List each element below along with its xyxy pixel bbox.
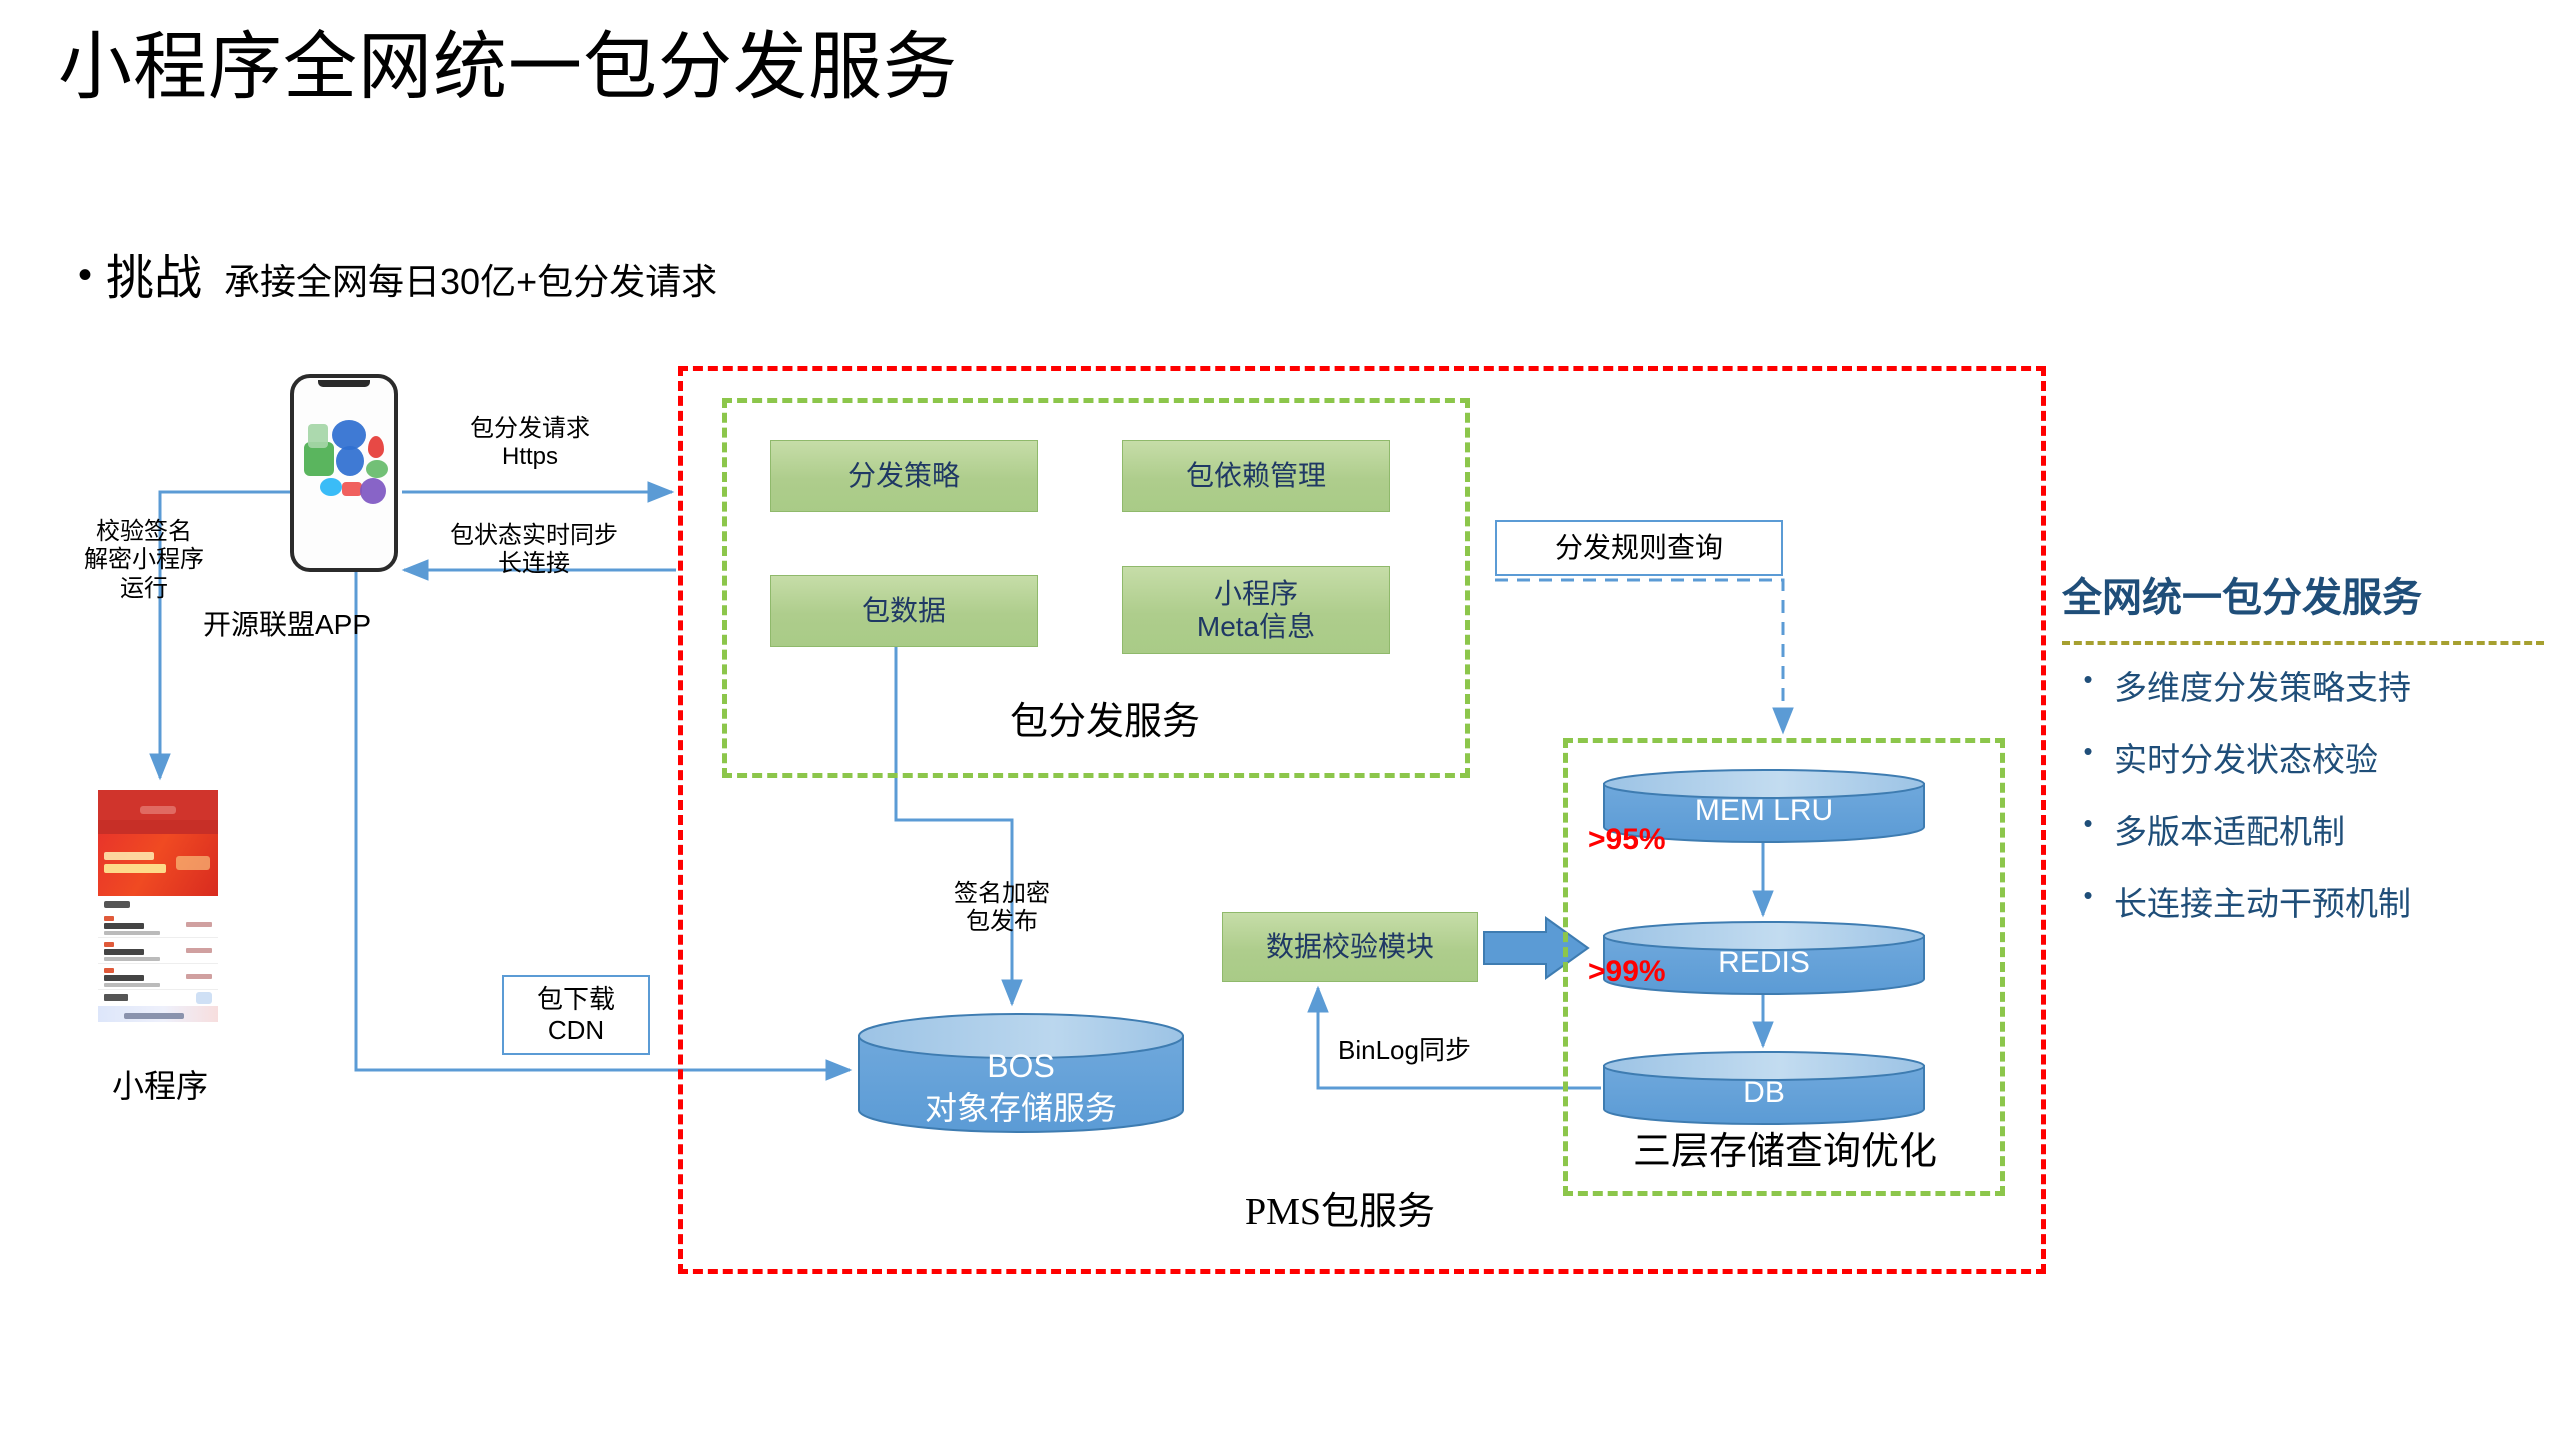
bullet-dot-icon: •: [2083, 808, 2093, 838]
distribution-rule-query-box[interactable]: 分发规则查询: [1495, 520, 1783, 576]
list-item: • 多版本适配机制: [2062, 805, 2552, 853]
mt-navbar: [98, 800, 218, 820]
mt-promo: [98, 1006, 218, 1022]
list-item: • 多维度分发策略支持: [2062, 661, 2552, 709]
package-request-note: 包分发请求 Https: [470, 415, 590, 471]
package-distribution-container: [722, 398, 1470, 778]
feature-label: 多维度分发策略支持: [2114, 669, 2411, 706]
list-item: [98, 912, 218, 938]
mt-banner: [98, 834, 218, 896]
three-tier-storage-container: [1563, 738, 2005, 1196]
package-sync-note: 包状态实时同步 长连接: [450, 522, 618, 578]
miniprogram-screenshot: [98, 790, 218, 1022]
mt-subbar: [98, 990, 218, 1006]
right-panel-feature-list: • 多维度分发策略支持 • 实时分发状态校验 • 多版本适配机制 • 长连接主动…: [2062, 661, 2552, 925]
bullet-dot-icon: •: [2083, 880, 2093, 910]
phone-caption: 开源联盟APP: [202, 609, 372, 640]
miniprogram-caption: 小程序: [111, 1068, 208, 1104]
page-title: 小程序全网统一包分发服务: [58, 27, 958, 109]
pds-container-label: 包分发服务: [1009, 701, 1200, 743]
phone-app-icons: [302, 416, 388, 526]
hit-rate-redis: >99%: [1588, 955, 1666, 988]
list-item: • 实时分发状态校验: [2062, 733, 2552, 781]
pms-container-label: PMS包服务: [1244, 1191, 1436, 1233]
list-item: [98, 938, 218, 964]
pms-service-container: [678, 366, 2046, 1274]
phone-shell: [290, 374, 398, 572]
challenge-line: • 挑战 承接全网每日30亿+包分发请求: [78, 238, 717, 308]
list-item: • 长连接主动干预机制: [2062, 877, 2552, 925]
phone-notch: [318, 380, 370, 387]
right-panel-title: 全网统一包分发服务: [2062, 576, 2422, 620]
feature-label: 长连接主动干预机制: [2114, 885, 2411, 922]
hit-rate-mem-lru: >95%: [1588, 823, 1666, 856]
binlog-sync-note: BinLog同步: [1338, 1035, 1471, 1065]
node-package-dependency[interactable]: 包依赖管理: [1122, 440, 1390, 512]
phone-device: [290, 374, 398, 572]
list-item: [98, 964, 218, 990]
bullet-dot-icon: •: [2083, 736, 2093, 766]
bullet-dot-icon: •: [78, 253, 93, 297]
feature-label: 实时分发状态校验: [2114, 741, 2378, 778]
mt-statusbar: [98, 790, 218, 800]
mt-section-header: [98, 896, 218, 912]
right-panel-divider: [2062, 641, 2544, 645]
right-summary-panel: 全网统一包分发服务 • 多维度分发策略支持 • 实时分发状态校验 • 多版本适配…: [2062, 565, 2552, 949]
verify-sign-note: 校验签名 解密小程序 运行: [84, 518, 204, 602]
bullet-dot-icon: •: [2083, 664, 2093, 694]
node-package-data[interactable]: 包数据: [770, 575, 1038, 647]
storage-container-label: 三层存储查询优化: [1632, 1131, 1937, 1173]
cdn-download-box[interactable]: 包下载 CDN: [502, 975, 650, 1055]
sign-encrypt-note: 签名加密 包发布: [954, 880, 1050, 936]
challenge-description: 承接全网每日30亿+包分发请求: [224, 261, 718, 302]
mt-searchbar: [98, 820, 218, 834]
node-miniprogram-meta[interactable]: 小程序 Meta信息: [1122, 566, 1390, 654]
node-distribution-strategy[interactable]: 分发策略: [770, 440, 1038, 512]
feature-label: 多版本适配机制: [2114, 813, 2345, 850]
challenge-label: 挑战: [106, 252, 203, 305]
data-verification-module[interactable]: 数据校验模块: [1222, 912, 1478, 982]
cylinder-db[interactable]: DB: [1601, 1050, 1927, 1125]
